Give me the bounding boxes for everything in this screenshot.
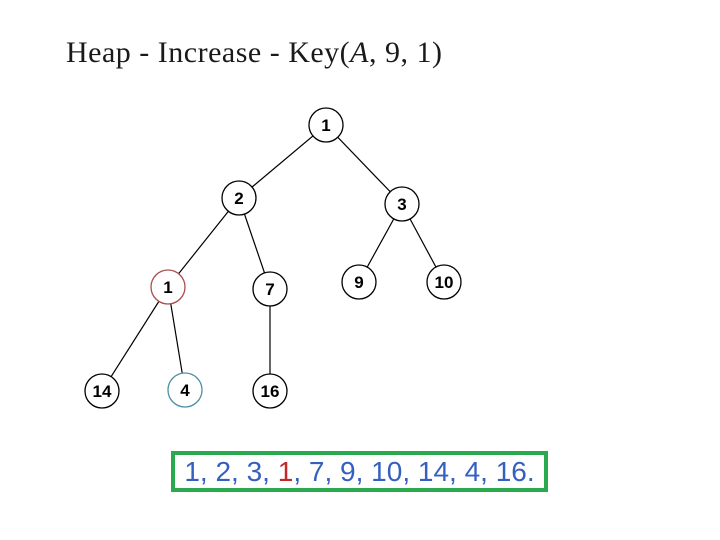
sequence-value: 3 bbox=[246, 455, 263, 487]
tree-node-label: 7 bbox=[265, 280, 274, 299]
sequence-separator: , bbox=[402, 455, 418, 487]
tree-node: 3 bbox=[384, 186, 420, 222]
title-prefix: Heap - Increase - Key( bbox=[66, 36, 351, 69]
page-title: Heap - Increase - Key(A, 9, 1) bbox=[66, 36, 443, 70]
tree-edge bbox=[101, 286, 169, 392]
tree-node-circle-default bbox=[308, 107, 344, 143]
tree-node-circle-default bbox=[384, 186, 420, 222]
tree-node-circle-default bbox=[252, 373, 288, 409]
array-sequence-box: 1, 2, 3, 1, 7, 9, 10, 14, 4, 16. bbox=[171, 451, 548, 492]
sequence-value: 10 bbox=[371, 455, 403, 487]
heap-tree-diagram: 1 2 3 1 7 9 10 14 4 16 bbox=[84, 107, 462, 409]
tree-node-label: 4 bbox=[180, 381, 190, 400]
tree-node: 7 bbox=[252, 271, 288, 307]
tree-node: 1 bbox=[308, 107, 344, 143]
tree-node-circle-default bbox=[221, 180, 257, 216]
tree-edge bbox=[238, 124, 327, 199]
title-param: A bbox=[350, 36, 369, 69]
tree-node-label: 16 bbox=[261, 382, 280, 401]
tree-node-circle-default bbox=[341, 264, 377, 300]
tree-edge bbox=[325, 124, 403, 205]
sequence-separator: , bbox=[293, 455, 309, 487]
sequence-separator: , bbox=[480, 455, 496, 487]
title-suffix: , 9, 1) bbox=[369, 36, 443, 69]
sequence-separator: , bbox=[449, 455, 465, 487]
sequence-separator: , bbox=[355, 455, 372, 487]
sequence-separator: , bbox=[262, 455, 278, 487]
tree-node-circle-default bbox=[84, 373, 120, 409]
tree-node: 1 bbox=[150, 269, 186, 305]
tree-node-circle-teal bbox=[167, 372, 203, 408]
tree-node: 4 bbox=[167, 372, 203, 408]
sequence-value-highlighted: 1 bbox=[277, 455, 294, 487]
sequence-value: 9 bbox=[340, 455, 356, 487]
sequence-value: 14 bbox=[417, 455, 450, 487]
sequence-separator: , bbox=[199, 455, 216, 487]
sequence-separator: . bbox=[526, 455, 535, 487]
tree-node-label: 3 bbox=[397, 195, 406, 214]
tree-node-label: 2 bbox=[234, 189, 243, 208]
tree-edge bbox=[167, 197, 240, 288]
tree-node: 14 bbox=[84, 373, 120, 409]
sequence-separator: , bbox=[324, 455, 341, 487]
sequence-value: 16 bbox=[495, 455, 527, 487]
tree-node-label: 9 bbox=[354, 273, 363, 292]
tree-node-label: 10 bbox=[435, 273, 454, 292]
tree-node: 2 bbox=[221, 180, 257, 216]
tree-node-circle-default bbox=[252, 271, 288, 307]
sequence-value: 2 bbox=[215, 455, 232, 487]
tree-node: 9 bbox=[341, 264, 377, 300]
tree-node-circle-default bbox=[426, 264, 462, 300]
sequence-value: 7 bbox=[308, 455, 325, 487]
sequence-separator: , bbox=[231, 455, 247, 487]
tree-node-label: 14 bbox=[93, 382, 112, 401]
sequence-value: 4 bbox=[464, 455, 481, 487]
tree-node: 16 bbox=[252, 373, 288, 409]
tree-node-circle-red bbox=[150, 269, 186, 305]
sequence-value: 1 bbox=[184, 455, 200, 487]
tree-node-label: 1 bbox=[321, 116, 330, 135]
tree-node: 10 bbox=[426, 264, 462, 300]
tree-node-label: 1 bbox=[163, 278, 172, 297]
